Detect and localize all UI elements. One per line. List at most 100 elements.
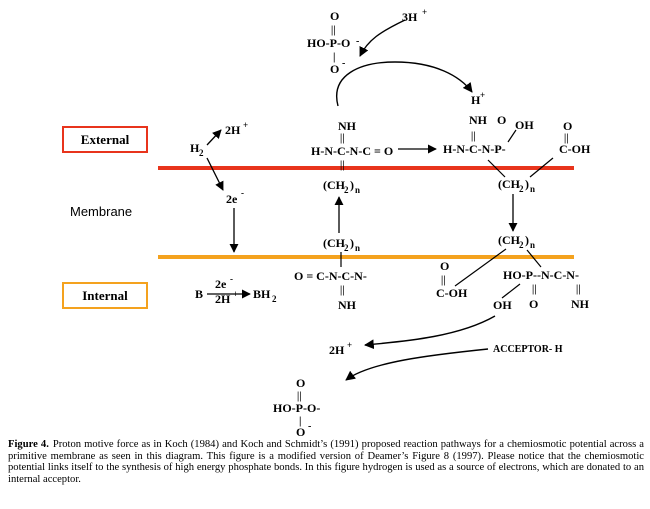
bond-right-diag-left [487,159,506,178]
svg-text:O: O [529,297,538,311]
svg-text:O: O [440,259,449,273]
svg-text:(CH: (CH [323,178,346,192]
svg-text:O: O [330,9,339,23]
bond-p-to-oh [507,129,517,143]
svg-text:2e: 2e [215,277,227,291]
svg-text:||: || [340,285,344,296]
svg-text:(CH: (CH [498,233,521,247]
svg-text:H: H [190,141,200,155]
h-plus-top: H + [471,90,485,107]
svg-text:NH: NH [338,119,357,133]
h2-molecule: H 2 [190,141,204,158]
internal-label: Internal [82,288,128,303]
svg-text:(CH: (CH [498,177,521,191]
svg-text:2: 2 [272,294,277,304]
creatine-lower: (CH 2 ) n O = C-N-C-N- || NH [294,236,367,312]
svg-text:-: - [230,274,233,284]
bond-oh-to-p [501,283,521,299]
svg-text:||: || [340,133,344,144]
arrow-acceptor-to-phosphate [345,348,489,381]
svg-text:C-OH: C-OH [436,286,468,300]
svg-text:OH: OH [515,118,534,132]
svg-text:): ) [350,178,354,192]
svg-text:||: || [532,284,536,295]
svg-text:O = C-N-C-N-: O = C-N-C-N- [294,269,367,283]
arrow-h2-to-2e [206,157,224,191]
phosphoguanidine-right: NH O OH || H-N-C-N-P- O || C-OH (CH 2 ) … [443,113,591,194]
svg-text:||: || [297,391,301,402]
svg-text:OH: OH [493,298,512,312]
caption-text: Proton motive force as in Koch (1984) an… [8,439,644,485]
svg-text:n: n [530,184,535,194]
svg-text:-: - [342,58,345,69]
svg-text:|: | [333,51,335,63]
svg-text:+: + [243,120,248,130]
svg-text:NH: NH [469,113,488,127]
svg-text:B: B [195,287,203,301]
svg-text:O: O [563,119,572,133]
two-electrons: 2e - [226,188,244,206]
bond-lower-right-diag-right [526,249,542,268]
svg-text:O: O [296,425,305,439]
svg-text:||: || [441,275,445,286]
svg-text:+: + [347,340,352,350]
svg-text:2: 2 [519,184,524,194]
external-label: External [81,132,130,147]
svg-text:2: 2 [199,148,204,158]
svg-text:HO-P-O: HO-P-O [307,36,350,50]
svg-text:(CH: (CH [323,236,346,250]
svg-text:||: || [471,131,475,142]
svg-text:2: 2 [344,185,349,195]
arrow-cycle-top [336,61,473,107]
svg-text:|: | [299,415,301,427]
svg-text:||: || [576,284,580,295]
two-h-plus-top: 2H + [225,120,248,137]
arrow-3h-curve [359,19,406,57]
svg-text:): ) [525,233,529,247]
svg-text:2H: 2H [329,343,345,357]
svg-text:-: - [308,421,311,432]
svg-text:3H: 3H [402,10,418,24]
svg-text:C-OH: C-OH [559,142,591,156]
svg-text:2H: 2H [225,123,241,137]
guanidine-left: NH || H-N-C-N-C = O || (CH 2 ) n [311,119,393,195]
bottom-phosphate: O || HO-P-O- | O - [273,376,320,439]
caption-label: Figure 4. [8,439,49,450]
b-reduction: B 2e - 2H + BH 2 [195,274,277,306]
bond-right-diag-right [529,157,554,178]
top-phosphate: O || HO-P-O | O - - [307,9,359,76]
svg-text:H-N-C-N-C = O: H-N-C-N-C = O [311,144,393,158]
svg-text:HO-P--N-C-N-: HO-P--N-C-N- [503,268,579,282]
two-h-plus-bottom: 2H + [329,340,352,357]
svg-text:BH: BH [253,287,271,301]
phosphate-complex-lower: (CH 2 ) n HO-P--N-C-N- O || C-OH || O ||… [436,233,590,312]
svg-text:2H: 2H [215,292,231,306]
three-h-plus: 3H + [402,7,427,24]
svg-text:O: O [330,62,339,76]
svg-text:n: n [355,243,360,253]
acceptor-label: ACCEPTOR- H [493,344,563,355]
svg-text:O: O [296,376,305,390]
external-label-box [62,126,148,153]
svg-text:-: - [356,36,359,47]
svg-text:2: 2 [344,243,349,253]
svg-text:NH: NH [571,297,590,311]
svg-text:||: || [331,25,335,36]
svg-text:||: || [564,133,568,144]
svg-text:O: O [497,113,506,127]
svg-text:+: + [422,7,427,17]
membrane-label: Membrane [70,204,132,219]
svg-text:): ) [350,236,354,250]
svg-text:-: - [241,188,244,198]
svg-text:NH: NH [338,298,357,312]
svg-text:HO-P-O-: HO-P-O- [273,401,320,415]
bond-lower-right-diag-left [454,248,507,287]
svg-text:n: n [355,185,360,195]
arrow-h2-to-2h [206,129,222,146]
svg-text:H-N-C-N-P-: H-N-C-N-P- [443,142,506,156]
svg-text:): ) [525,177,529,191]
svg-text:2e: 2e [226,192,238,206]
arrow-oh-to-2h [364,315,496,350]
